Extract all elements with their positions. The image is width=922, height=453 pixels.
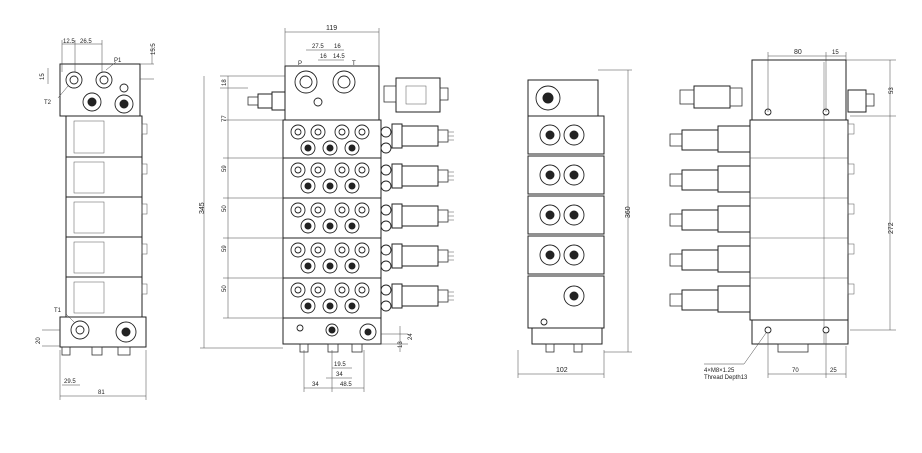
dim-left-29-5: 29.5 — [64, 379, 76, 385]
dim-front-50b: 50 — [222, 285, 228, 292]
label-t2: T2 — [44, 100, 52, 106]
dim-front-119: 119 — [326, 25, 337, 32]
note-thread-depth: Thread Depth13 — [704, 375, 748, 381]
dim-side-360: 360 — [625, 206, 632, 218]
note-thread-size: 4×M8×1.25 — [704, 368, 735, 374]
dim-side-102: 102 — [556, 367, 568, 374]
rear-view: 80 15 53 272 70 25 4×M8×1.25 Thread Dept… — [669, 49, 896, 381]
dim-front-34b: 34 — [312, 382, 319, 388]
dim-rear-53: 53 — [889, 87, 895, 94]
dim-front-345: 345 — [199, 202, 206, 214]
dim-front-13: 13 — [398, 341, 404, 348]
front-view: 119 27.5 16 16 14.5 P T 18 77 59 50 59 5… — [199, 25, 454, 392]
dim-left-26-5: 26.5 — [80, 39, 92, 45]
left-view: 12.5 26.5 15.5 15 P1 T2 T1 20 29.5 81 — [36, 39, 157, 400]
label-p: P — [298, 61, 302, 67]
dim-left-15: 15 — [40, 73, 46, 80]
front-solenoids — [391, 123, 454, 309]
side-view: 360 102 — [517, 69, 632, 378]
dim-front-59b: 59 — [222, 245, 228, 252]
dim-front-16b: 16 — [320, 54, 327, 60]
dim-rear-70: 70 — [792, 368, 799, 374]
dim-left-81: 81 — [98, 390, 105, 396]
dim-rear-25: 25 — [830, 368, 837, 374]
dim-left-12-5: 12.5 — [63, 39, 75, 45]
dim-front-14-5: 14.5 — [333, 54, 345, 60]
dim-front-24: 24 — [408, 333, 414, 340]
dim-front-18: 18 — [222, 79, 228, 86]
dim-front-59a: 59 — [222, 165, 228, 172]
front-port-grid — [290, 124, 392, 341]
dim-rear-15: 15 — [832, 50, 839, 56]
dim-front-16a: 16 — [334, 44, 341, 50]
dim-left-15-5: 15.5 — [151, 43, 157, 55]
dim-front-27-5: 27.5 — [312, 44, 324, 50]
dim-left-20: 20 — [36, 337, 42, 344]
dim-front-34a: 34 — [336, 372, 343, 378]
dim-rear-80: 80 — [794, 49, 802, 56]
dim-front-50a: 50 — [222, 205, 228, 212]
dim-rear-272: 272 — [888, 222, 895, 234]
dim-front-19-5: 19.5 — [334, 362, 346, 368]
label-t1: T1 — [54, 308, 62, 314]
label-p1: P1 — [114, 58, 122, 64]
label-t: T — [352, 61, 356, 67]
dim-front-77: 77 — [222, 115, 228, 122]
dim-front-48-5: 48.5 — [340, 382, 352, 388]
